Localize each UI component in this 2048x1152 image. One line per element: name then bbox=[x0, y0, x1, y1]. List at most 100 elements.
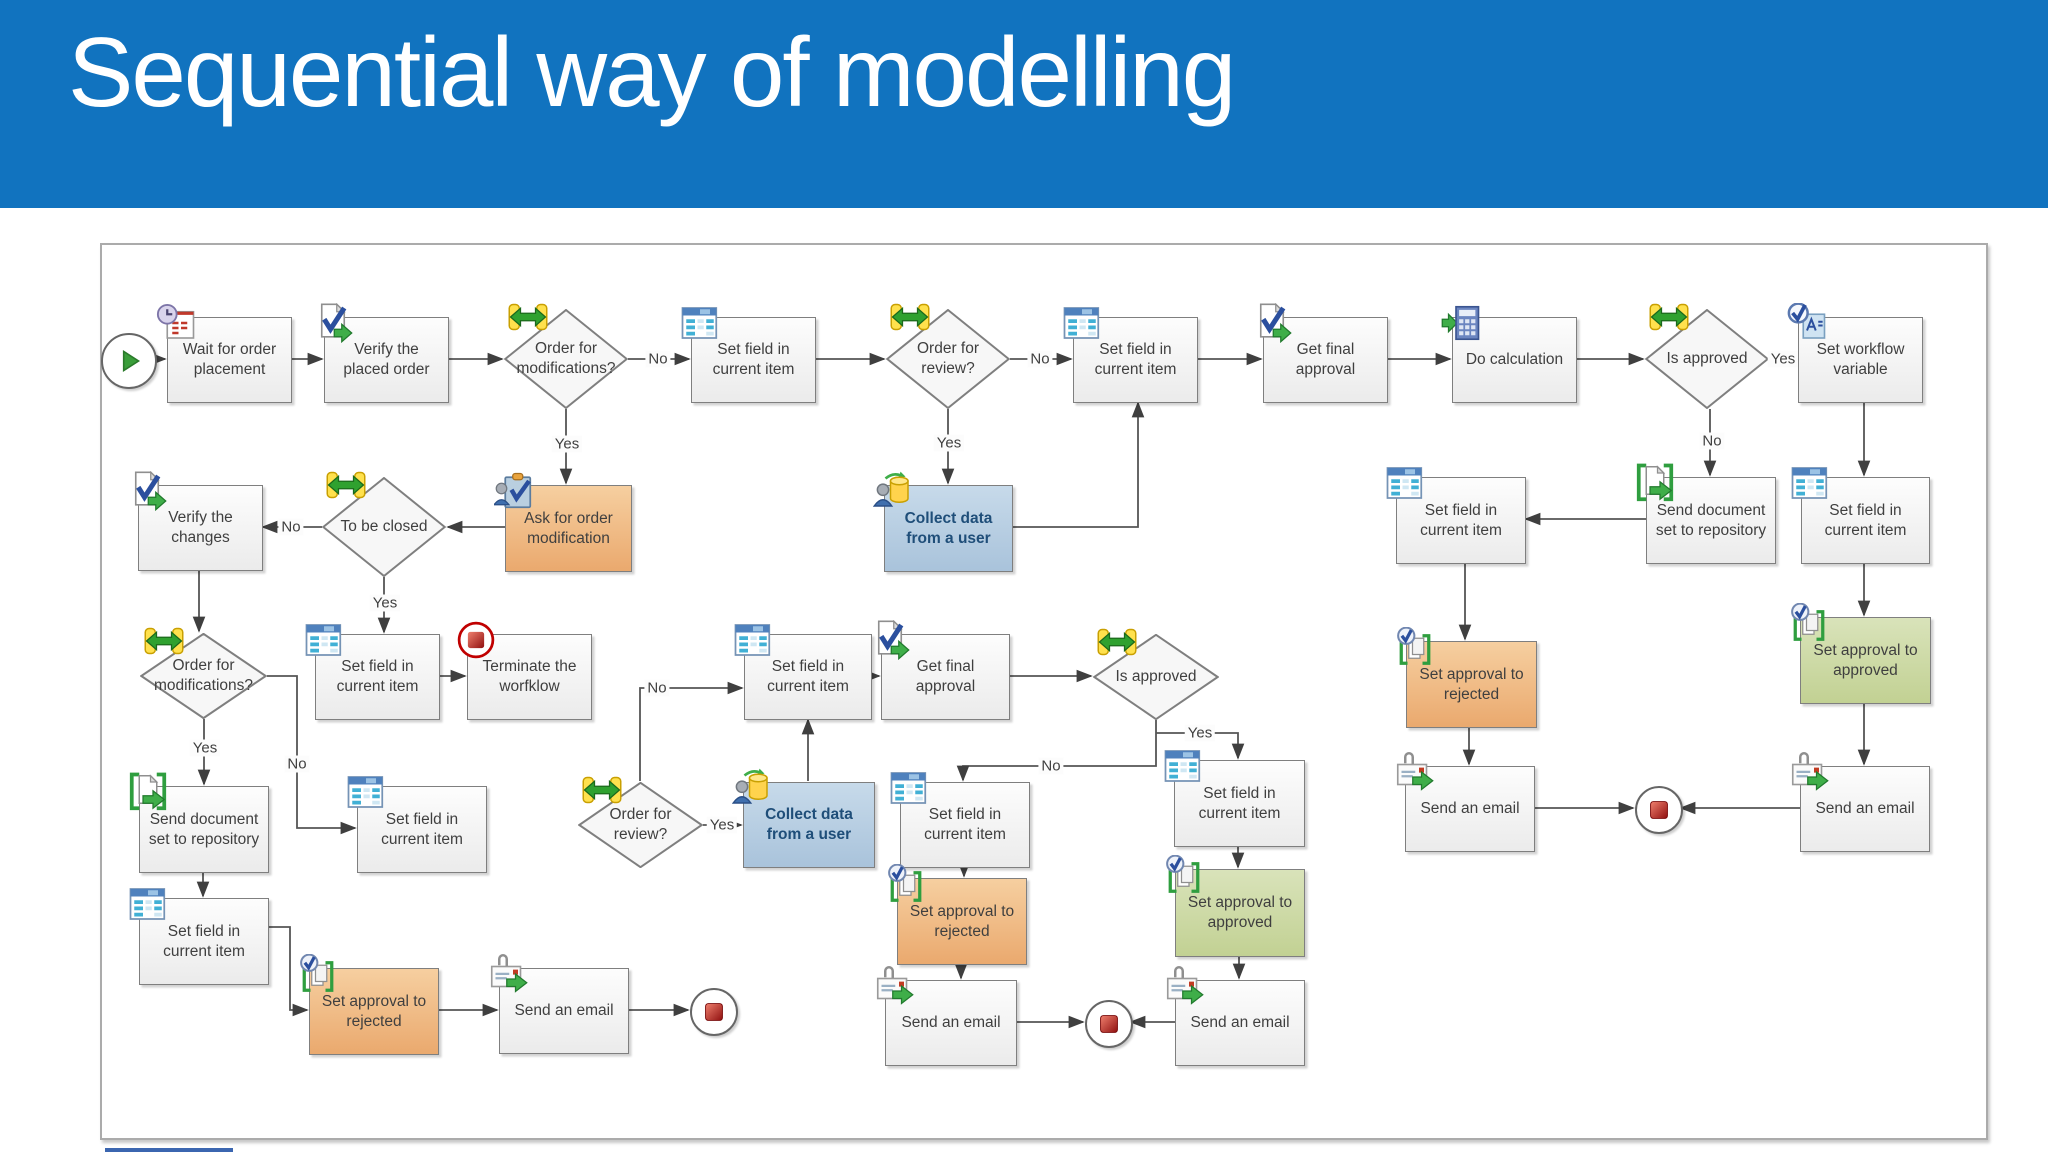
edge-label: Yes bbox=[706, 816, 738, 834]
condition-order-for-review: Order for review? bbox=[578, 782, 703, 868]
slide-title: Sequential way of modelling bbox=[68, 17, 1236, 127]
approval-icon bbox=[1395, 627, 1435, 667]
node-set-field: Set field in current item bbox=[1801, 477, 1930, 564]
edge-label: Yes bbox=[369, 594, 401, 612]
table-field-icon bbox=[1062, 303, 1102, 343]
node-label: Verify the placed order bbox=[343, 341, 430, 378]
send-document-icon bbox=[1635, 463, 1675, 503]
node-set-field: Set field in current item bbox=[1396, 477, 1526, 564]
edge-label: No bbox=[645, 350, 671, 368]
node-set-field: Set field in current item bbox=[744, 634, 872, 720]
slide-header: Sequential way of modelling bbox=[0, 0, 2048, 208]
node-set-approval-rejected: Set approval to rejected bbox=[897, 878, 1027, 965]
condition-to-be-closed: To be closed bbox=[322, 477, 446, 577]
approval-icon bbox=[886, 864, 926, 904]
edge-label: No bbox=[644, 679, 670, 697]
node-label: Set approval to approved bbox=[1813, 641, 1918, 679]
node-label: Send document set to repository bbox=[1655, 501, 1767, 539]
node-label: Order for review? bbox=[609, 806, 672, 843]
condition-is-approved: Is approved bbox=[1093, 634, 1219, 720]
edge-label: No bbox=[1038, 757, 1064, 775]
send-document-icon bbox=[128, 772, 168, 812]
diamond-shape bbox=[1645, 309, 1769, 409]
condition-order-for-review: Order for review? bbox=[886, 309, 1010, 409]
node-label: Set approval to rejected bbox=[321, 992, 427, 1030]
table-field-icon bbox=[889, 768, 929, 808]
condition-icon bbox=[508, 297, 548, 337]
node-label: Is approved bbox=[1666, 350, 1748, 368]
email-icon bbox=[1789, 752, 1829, 792]
node-label: Set field in current item bbox=[163, 922, 245, 960]
node-label: Collect data from a user bbox=[765, 806, 853, 843]
condition-icon bbox=[890, 297, 930, 337]
node-label: Get final approval bbox=[1295, 341, 1356, 378]
condition-is-approved: Is approved bbox=[1645, 309, 1769, 409]
approval-icon bbox=[1789, 603, 1829, 643]
start-icon bbox=[112, 344, 146, 378]
edge-label: Yes bbox=[551, 435, 583, 453]
node-send-an-email: Send an email bbox=[1175, 980, 1305, 1066]
node-label: Set approval to rejected bbox=[909, 902, 1015, 940]
node-label: Wait for order placement bbox=[182, 341, 277, 378]
node-label: Set field in current item bbox=[1198, 784, 1281, 822]
email-icon bbox=[874, 966, 914, 1006]
end-icon bbox=[1644, 795, 1674, 825]
edge-label: No bbox=[278, 518, 304, 536]
node-label: Terminate the worfklow bbox=[482, 658, 577, 695]
node-label: Order for review? bbox=[916, 340, 979, 377]
node-send-an-email: Send an email bbox=[499, 968, 629, 1054]
node-label: Send an email bbox=[514, 1002, 614, 1020]
node-send-document-set: Send document set to repository bbox=[1646, 477, 1776, 564]
diamond-shape bbox=[504, 309, 628, 409]
node-get-final-approval: Get final approval bbox=[1263, 317, 1388, 403]
edge-label: No bbox=[1027, 350, 1053, 368]
condition-icon bbox=[582, 770, 622, 810]
condition-icon bbox=[1097, 622, 1137, 662]
node-label: Set field in current item bbox=[381, 810, 463, 848]
start-node bbox=[101, 333, 157, 389]
node-label: To be closed bbox=[340, 518, 428, 536]
table-field-icon bbox=[680, 303, 720, 343]
email-icon bbox=[488, 954, 528, 994]
node-send-an-email: Send an email bbox=[1405, 766, 1535, 852]
approval-icon bbox=[298, 954, 338, 994]
diamond-shape bbox=[322, 477, 446, 577]
ask-user-icon bbox=[494, 471, 534, 511]
node-set-field: Set field in current item bbox=[139, 898, 269, 985]
node-set-field: Set field in current item bbox=[900, 782, 1030, 868]
node-set-approval-rejected: Set approval to rejected bbox=[309, 968, 439, 1055]
end-icon bbox=[699, 997, 729, 1027]
node-label: Set approval to approved bbox=[1187, 894, 1293, 931]
node-set-field: Set field in current item bbox=[1073, 317, 1198, 403]
node-label: Send an email bbox=[901, 1014, 1001, 1032]
node-label: Set field in current item bbox=[1420, 501, 1502, 539]
table-field-icon bbox=[1385, 463, 1425, 503]
node-set-approval-rejected: Set approval to rejected bbox=[1406, 641, 1537, 728]
edge-label: No bbox=[1699, 432, 1725, 450]
node-label: Set workflow variable bbox=[1816, 341, 1905, 378]
collect-data-icon bbox=[732, 768, 772, 808]
node-set-approval-approved: Set approval to approved bbox=[1800, 617, 1931, 704]
node-label: Collect data from a user bbox=[904, 509, 993, 547]
diamond-shape bbox=[140, 633, 267, 719]
end-icon bbox=[1094, 1009, 1124, 1039]
node-get-final-approval: Get final approval bbox=[881, 634, 1010, 720]
node-set-field: Set field in current item bbox=[315, 634, 440, 720]
verify-doc-icon bbox=[1252, 303, 1292, 343]
node-label: Set field in current item bbox=[924, 806, 1006, 843]
condition-icon bbox=[1649, 297, 1689, 337]
edge-label: No bbox=[284, 755, 310, 773]
edge-label: Yes bbox=[933, 434, 965, 452]
approval-icon bbox=[1164, 855, 1204, 895]
node-label: Set field in current item bbox=[336, 658, 419, 695]
email-icon bbox=[1394, 752, 1434, 792]
diamond-shape bbox=[1093, 634, 1219, 720]
table-field-icon bbox=[733, 620, 773, 660]
wait-icon bbox=[156, 303, 196, 343]
edge-label: Yes bbox=[1184, 724, 1216, 742]
node-verify-placed-order: Verify the placed order bbox=[324, 317, 449, 403]
condition-icon bbox=[326, 465, 366, 505]
table-field-icon bbox=[1790, 463, 1830, 503]
node-verify-the-changes: Verify the changes bbox=[138, 485, 263, 571]
node-label: Send an email bbox=[1190, 1014, 1290, 1032]
